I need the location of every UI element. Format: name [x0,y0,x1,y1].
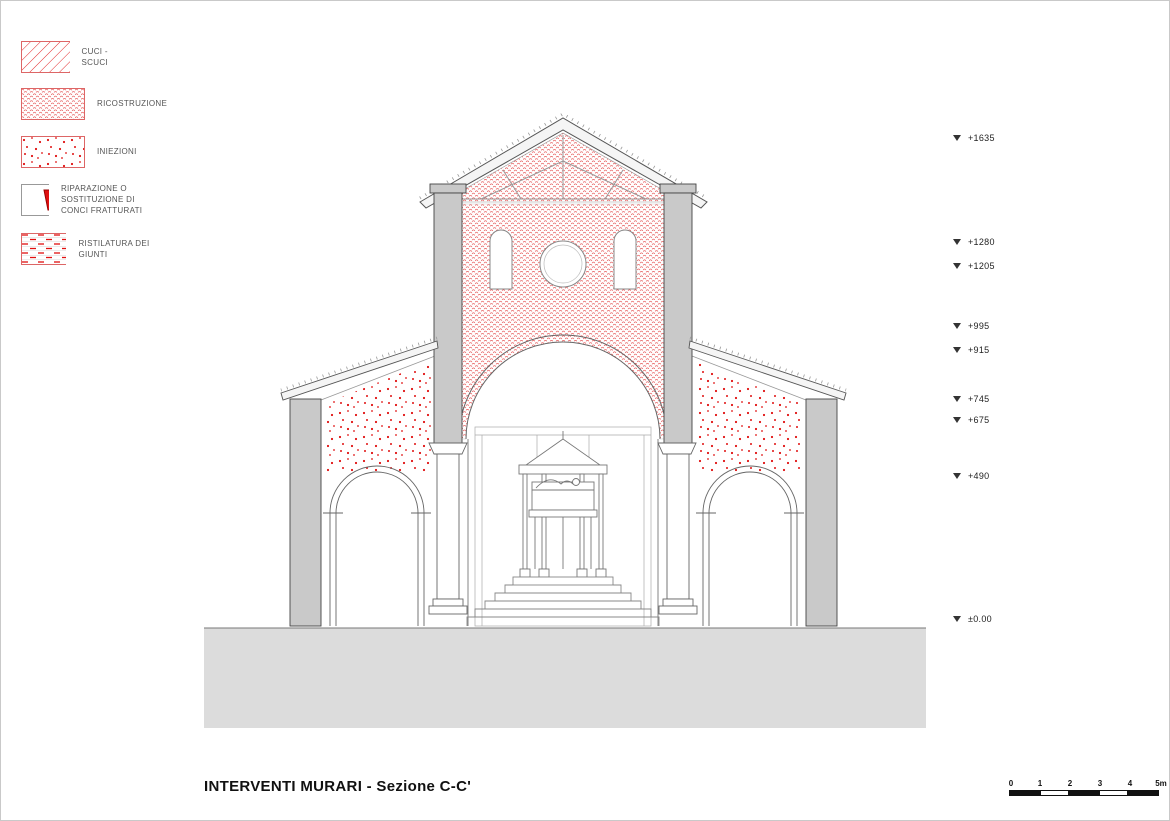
nave-column-left [428,442,468,615]
main-roof [419,112,708,209]
sarcophagus [528,478,598,569]
drawing-title: INTERVENTI MURARI - Sezione C-C' [204,778,472,795]
scale-tick: 1 [1037,779,1043,788]
elevation-value: +995 [968,321,990,331]
nave-pier-left [429,183,467,444]
aisle-arch-right [696,465,804,626]
aisle-roof-right [688,336,847,401]
arched-window-right [613,229,637,290]
legend-label: CUCI - SCUCI [81,46,108,67]
roof-truss [442,135,684,200]
legend-label: RICOSTRUZIONE [97,99,168,109]
level-triangle-icon [953,263,961,269]
scale-bar: 0 1 2 3 4 5m [1009,779,1169,803]
legend-item-riparazione-conci: RIPARAZIONE O SOSTITUZIONE DI CONCI FRAT… [21,183,160,217]
level-triangle-icon [953,135,961,141]
altar-steps [466,576,660,626]
elevation-marker-675: +675 [953,414,989,426]
arched-window-left [489,229,513,290]
elevation-marker-745: +745 [953,393,989,405]
scale-tick: 2 [1067,779,1073,788]
aisle-arch-left [323,465,431,626]
legend-item-ristilatura-giunti: RISTILATURA DEI GIUNTI [21,233,151,265]
elevation-value: +1280 [968,237,995,247]
ciborium [518,431,608,578]
scale-segment [1128,791,1158,795]
scale-segment [1098,791,1129,795]
elevation-marker-1205: +1205 [953,260,995,272]
ground [204,627,926,728]
conci-fratturati-swatch-icon [21,183,49,216]
nave-column-right [657,442,698,615]
elevation-marker-1280: +1280 [953,236,995,248]
scale-tick: 0 [1008,779,1014,788]
scale-segment [1010,791,1040,795]
legend-label: RISTILATURA DEI GIUNTI [78,238,150,259]
scale-bar-segments [1009,790,1159,796]
main-arch [458,334,668,626]
elevation-value: +745 [968,394,990,404]
ristilatura-swatch-icon [21,233,67,265]
elevation-value: ±0.00 [968,614,992,624]
elevation-value: +675 [968,415,990,425]
scale-segment [1039,791,1070,795]
legend-item-iniezioni: INIEZIONI [21,136,137,168]
scale-tick: 4 [1127,779,1133,788]
nave-pier-right [659,183,697,444]
elevation-marker-995: +995 [953,320,989,332]
level-triangle-icon [953,417,961,423]
elevation-value: +1635 [968,133,995,143]
elevation-marker-1635: +1635 [953,132,995,144]
legend-item-ricostruzione: RICOSTRUZIONE [21,88,167,120]
ricostruzione-swatch-icon [21,88,85,120]
elevation-marker-zero: ±0.00 [953,613,992,625]
legend-label: RIPARAZIONE O SOSTITUZIONE DI CONCI FRAT… [60,184,143,216]
level-triangle-icon [953,473,961,479]
scale-tick: 5m [1155,779,1167,788]
elevation-marker-490: +490 [953,470,989,482]
elevation-value: +915 [968,345,990,355]
injections-zone-left [327,361,431,473]
level-triangle-icon [953,616,961,622]
oculus-window [539,240,587,288]
outer-wall-left [289,398,322,627]
scale-tick: 3 [1097,779,1103,788]
outer-wall-right [805,398,838,627]
level-triangle-icon [953,323,961,329]
aisle-roof-left [280,336,439,401]
legend-item-cuci-scuci: CUCI - SCUCI [21,41,123,73]
level-triangle-icon [953,347,961,353]
level-triangle-icon [953,396,961,402]
elevation-value: +1205 [968,261,995,271]
cuci-scuci-swatch-icon [21,41,70,73]
scale-bar-ticks: 0 1 2 3 4 5m [1009,779,1169,789]
gable-tympanum [440,132,686,203]
elevation-marker-915: +915 [953,344,989,356]
scale-segment [1069,791,1099,795]
aisle-ceiling-right [691,355,807,401]
elevation-value: +490 [968,471,990,481]
level-triangle-icon [953,239,961,245]
aisle-ceiling-left [320,355,436,401]
legend-label: INIEZIONI [97,147,137,157]
injections-zone-right [696,361,800,473]
iniezioni-swatch-icon [21,136,85,168]
